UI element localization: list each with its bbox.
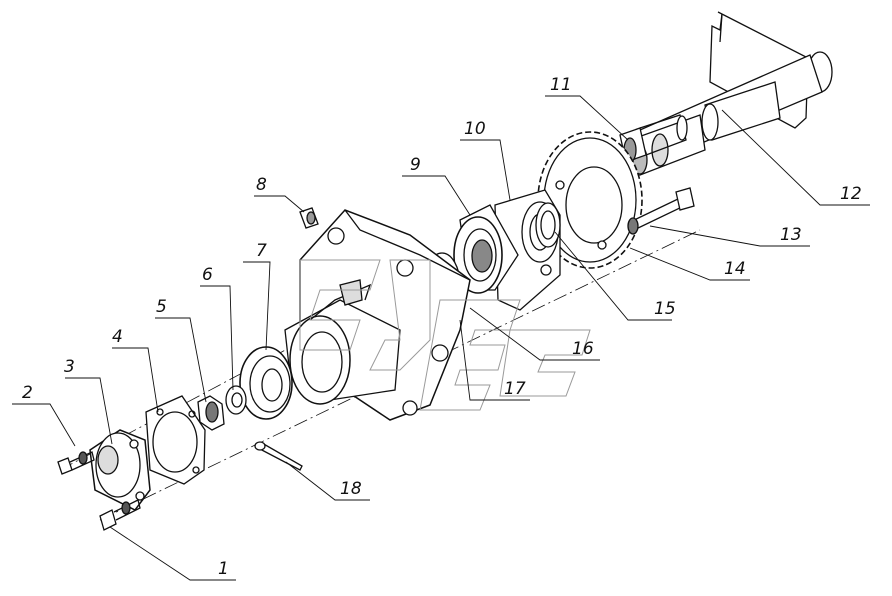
part-8-bolt: [299, 207, 319, 229]
callout-18: 18: [340, 479, 362, 499]
callout-1: 1: [218, 559, 229, 579]
callout-14: 14: [724, 259, 746, 279]
part-13-bolt: [627, 187, 695, 235]
callout-11: 11: [550, 75, 572, 95]
part-7-bearing: [239, 346, 293, 420]
part-15-washer: [535, 202, 561, 248]
callout-10: 10: [464, 119, 486, 139]
watermark: [299, 259, 591, 411]
centre-axis-line-2: [99, 229, 701, 521]
callout-labels: 2 3 4 5 6 7 8 9 10 11 12 13 14 15 16 17 …: [22, 75, 862, 579]
callout-6: 6: [202, 265, 213, 285]
callout-5: 5: [156, 297, 167, 317]
callout-15: 15: [654, 299, 676, 319]
part-2-bolt: [57, 451, 95, 475]
main-housing: [284, 209, 471, 421]
callout-16: 16: [572, 339, 594, 359]
part-18-cotter-pin: [254, 441, 303, 471]
callout-8: 8: [256, 175, 267, 195]
part-6-washer: [225, 385, 247, 415]
callout-13: 13: [780, 225, 802, 245]
callout-2: 2: [22, 383, 33, 403]
callout-7: 7: [256, 241, 267, 261]
part-4-gasket: [145, 395, 206, 485]
part-12-shaft: [629, 11, 833, 176]
leader-lines: [12, 95, 870, 581]
callout-9: 9: [410, 155, 421, 175]
callout-3: 3: [64, 357, 75, 377]
part-1-bolt: [99, 499, 141, 531]
part-9-bearing: [453, 204, 519, 294]
part-3-cover: [89, 429, 151, 511]
callout-4: 4: [112, 327, 123, 347]
part-14-sprocket: [537, 131, 643, 269]
callout-17: 17: [504, 379, 526, 399]
callout-12: 12: [840, 184, 862, 204]
